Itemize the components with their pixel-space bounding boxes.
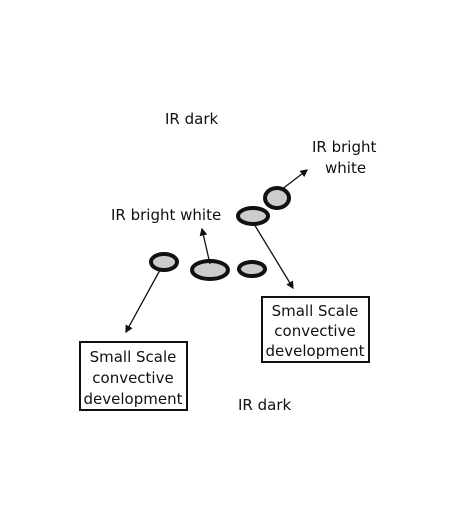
ir-bright-middle-label: IR bright white <box>111 206 221 224</box>
left-box-line3: development <box>84 390 183 408</box>
ir-dark-bottom-label: IR dark <box>238 396 291 414</box>
ir-dark-top-label: IR dark <box>165 110 218 128</box>
ir-bright-top-label-line1: IR bright <box>312 138 376 156</box>
arrow-to-middle-label <box>199 227 211 265</box>
arrow-to-left-box <box>125 269 161 334</box>
left-box-line2: convective <box>92 369 173 387</box>
arrow-to-right-box <box>253 223 294 290</box>
left-info-box <box>79 341 188 411</box>
right-info-box <box>261 296 370 363</box>
right-box-line1: Small Scale <box>272 302 359 320</box>
right-box-line3: development <box>266 342 365 360</box>
ir-bright-top-label-line2: white <box>325 159 366 177</box>
arrow-to-top-right-label <box>280 169 309 191</box>
right-box-line2: convective <box>274 322 355 340</box>
left-box-line1: Small Scale <box>90 348 177 366</box>
cell-top-right <box>263 186 291 210</box>
cell-center <box>190 259 230 281</box>
cell-left <box>149 252 179 272</box>
cell-upper-middle <box>236 206 270 226</box>
cell-right <box>237 260 267 278</box>
